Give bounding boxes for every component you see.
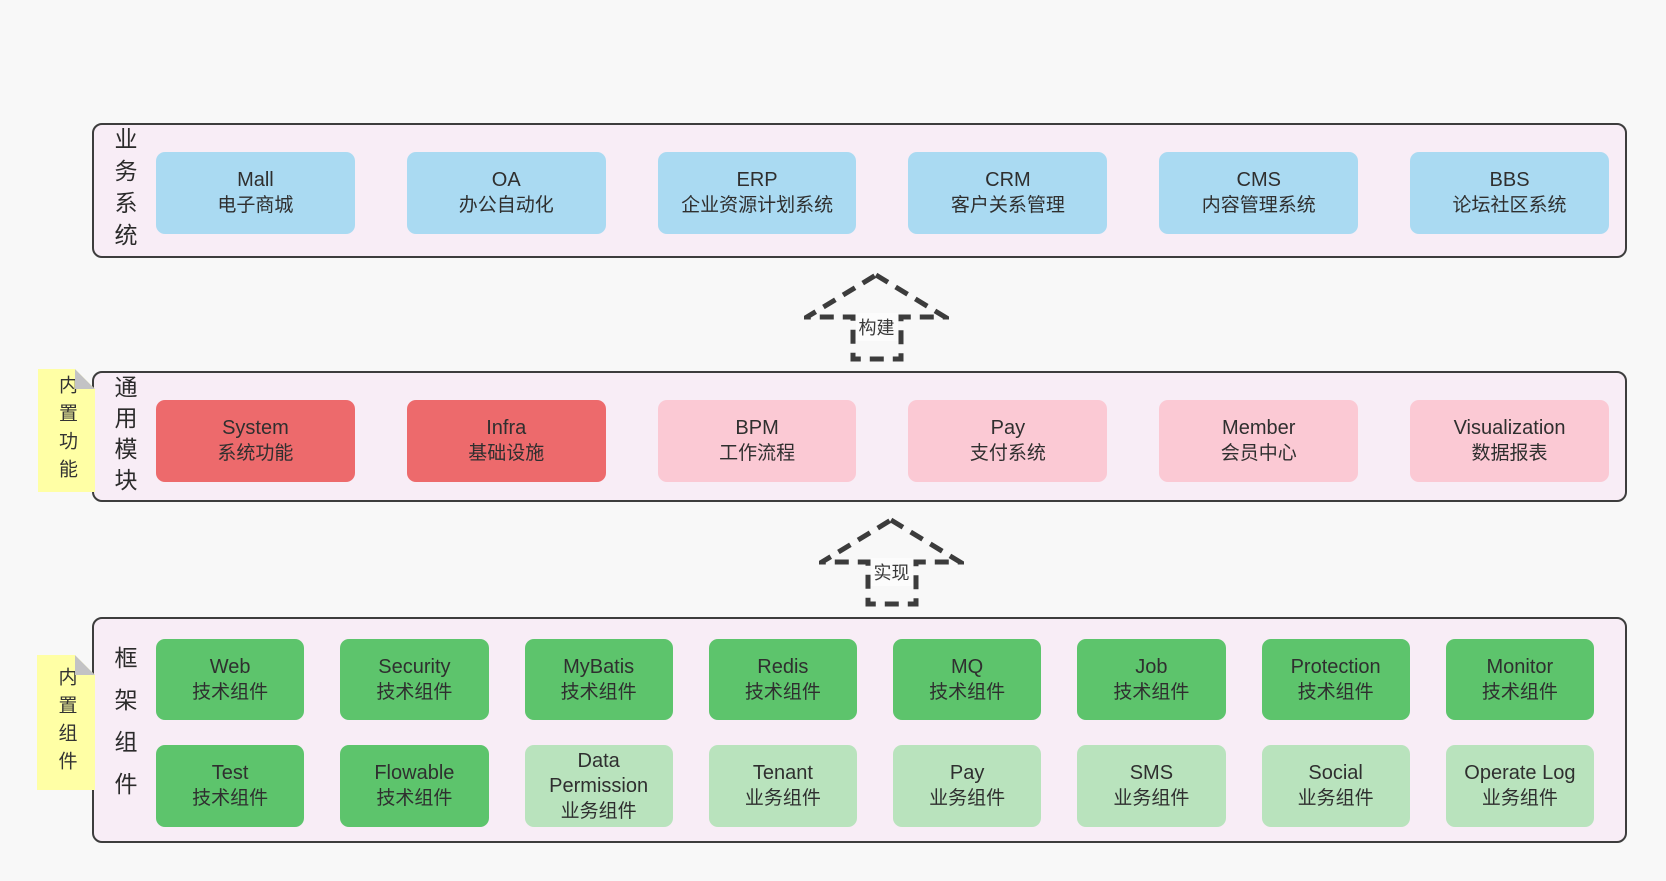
box-crm: CRM 客户关系管理: [908, 152, 1108, 234]
box-sms: SMS 业务组件: [1077, 745, 1226, 827]
section-label: 业务系统: [111, 126, 137, 255]
arrow-implement-label: 实现: [870, 558, 913, 586]
box-bbs: BBS 论坛社区系统: [1410, 152, 1609, 234]
section-business-systems: 业务系统 Mall 电子商城 OA 办公自动化 ERP 企业资源计划系统 CRM…: [92, 123, 1627, 258]
box-cms: CMS 内容管理系统: [1159, 152, 1359, 234]
sticky-note-builtin-components: 内置组件: [37, 655, 95, 790]
arrow-implement: 实现: [819, 516, 964, 608]
box-monitor: Monitor 技术组件: [1445, 639, 1594, 720]
box-flowable: Flowable 技术组件: [340, 745, 489, 827]
box-visualization: Visualization 数据报表: [1410, 400, 1609, 482]
box-mybatis: MyBatis 技术组件: [524, 639, 673, 720]
box-system: System 系统功能: [156, 400, 355, 482]
box-infra: Infra 基础设施: [406, 400, 606, 482]
box-pay: Pay 支付系统: [908, 400, 1108, 482]
box-operate-log: Operate Log 业务组件: [1445, 745, 1594, 827]
box-member: Member 会员中心: [1159, 400, 1359, 482]
box-web: Web 技术组件: [156, 639, 305, 720]
section-framework-components: 框架组件 Web 技术组件 Security 技术组件 MyBatis 技术组件…: [92, 617, 1627, 843]
box-data-permission: Data Permission 业务组件: [524, 745, 673, 827]
box-bpm: BPM 工作流程: [657, 400, 857, 482]
section-label: 框架组件: [111, 646, 137, 814]
box-mq: MQ 技术组件: [893, 639, 1042, 720]
box-erp: ERP 企业资源计划系统: [657, 152, 857, 234]
framework-box-row-2: Test 技术组件 Flowable 技术组件 Data Permission …: [156, 745, 1594, 827]
box-social: Social 业务组件: [1261, 745, 1410, 827]
box-redis: Redis 技术组件: [708, 639, 857, 720]
framework-box-row-1: Web 技术组件 Security 技术组件 MyBatis 技术组件 Redi…: [156, 639, 1594, 720]
dashed-up-arrow-icon: [819, 517, 964, 607]
modules-box-row: System 系统功能 Infra 基础设施 BPM 工作流程 Pay 支付系统…: [156, 400, 1609, 482]
box-security: Security 技术组件: [340, 639, 489, 720]
box-protection: Protection 技术组件: [1261, 639, 1410, 720]
box-test: Test 技术组件: [156, 745, 305, 827]
box-mall: Mall 电子商城: [156, 152, 355, 234]
arrow-build-label: 构建: [855, 313, 898, 341]
box-oa: OA 办公自动化: [406, 152, 606, 234]
section-label: 通用模块: [111, 374, 137, 499]
box-pay-biz: Pay 业务组件: [893, 745, 1042, 827]
arrow-build: 构建: [804, 271, 949, 363]
sticky-note-builtin-features: 内置功能: [38, 369, 95, 492]
dashed-up-arrow-icon: [804, 272, 949, 362]
section-common-modules: 通用模块 System 系统功能 Infra 基础设施 BPM 工作流程 Pay…: [92, 371, 1627, 502]
box-tenant: Tenant 业务组件: [708, 745, 857, 827]
business-box-row: Mall 电子商城 OA 办公自动化 ERP 企业资源计划系统 CRM 客户关系…: [156, 152, 1609, 234]
box-job: Job 技术组件: [1077, 639, 1226, 720]
